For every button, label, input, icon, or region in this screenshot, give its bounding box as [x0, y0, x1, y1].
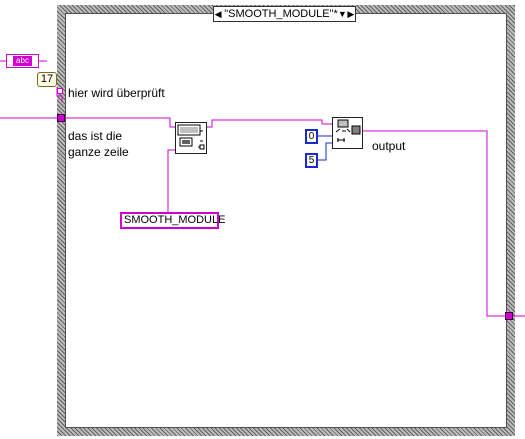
- output-tunnel[interactable]: [505, 312, 513, 320]
- string-wire-smooth: [167, 149, 176, 212]
- comment-zeile-line1: das ist die: [68, 129, 123, 143]
- int-constant-5[interactable]: 5: [305, 153, 318, 168]
- numeric-constant-17[interactable]: 17: [37, 72, 57, 87]
- comment-zeile-line2: ganze zeile: [68, 145, 129, 159]
- abc-label: abc: [12, 55, 33, 67]
- string-wire-to-split: [65, 117, 176, 128]
- case-selector-terminal[interactable]: [57, 88, 63, 94]
- triangle-down-icon[interactable]: ▼: [337, 9, 347, 19]
- case-structure[interactable]: [57, 5, 515, 436]
- comment-hier: hier wird überprüft: [68, 86, 165, 100]
- case-selector-label[interactable]: "SMOOTH_MODULE"*: [224, 8, 338, 20]
- search-split-string-icon: [177, 124, 205, 150]
- triangle-left-icon[interactable]: ◀: [214, 8, 222, 19]
- case-selector[interactable]: ◀ "SMOOTH_MODULE"* ▼ ▶: [213, 6, 356, 22]
- string-subset-node[interactable]: [332, 117, 363, 149]
- search-split-string-node[interactable]: [175, 122, 207, 154]
- string-subset-icon: [335, 119, 361, 142]
- triangle-right-icon[interactable]: ▶: [347, 8, 355, 19]
- string-wire-output: [362, 130, 505, 317]
- input-tunnel[interactable]: [57, 114, 65, 122]
- string-control-abc[interactable]: abc: [6, 54, 39, 68]
- string-wire-split-out: [207, 119, 333, 128]
- int-constant-0[interactable]: 0: [305, 129, 318, 144]
- string-constant-smooth-module[interactable]: SMOOTH_MODULE: [120, 212, 225, 229]
- int-wire-5: [318, 142, 333, 161]
- comment-output: output: [372, 139, 406, 153]
